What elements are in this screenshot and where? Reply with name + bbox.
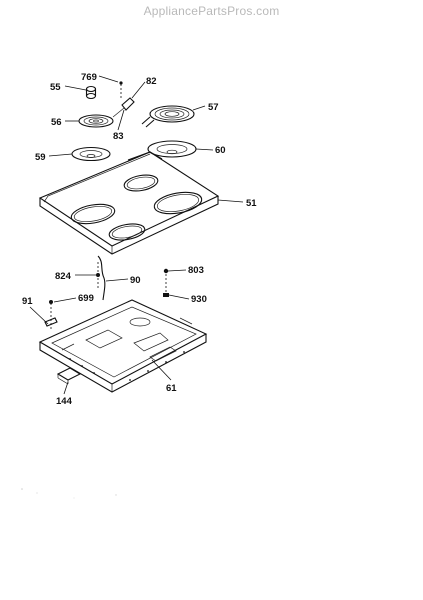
label-60: 60 [215,145,226,156]
label-83: 83 [113,131,124,142]
cooktop-panel [38,151,220,255]
label-57: 57 [208,102,219,113]
label-803: 803 [188,265,204,276]
label-59: 59 [35,152,46,163]
label-90: 90 [130,275,141,286]
part-labels: 769 82 55 57 56 83 59 60 51 824 90 803 9… [22,72,257,407]
watermark: AppliancePartsPros.com [143,4,280,18]
label-51: 51 [246,198,257,209]
label-824: 824 [55,271,72,282]
hardware-group [44,255,169,330]
burner-box [38,299,208,393]
scan-specks [21,488,117,499]
bracket [56,367,82,385]
label-91: 91 [22,296,33,307]
large-burner-group [141,105,197,158]
label-55: 55 [50,82,61,93]
label-61: 61 [166,383,177,394]
label-699: 699 [78,293,94,304]
label-144: 144 [56,396,73,407]
leader-lines [29,75,244,395]
label-82: 82 [146,76,157,87]
label-56: 56 [51,117,62,128]
label-930: 930 [191,294,207,305]
label-769: 769 [81,72,97,83]
small-burner-group [71,81,135,162]
